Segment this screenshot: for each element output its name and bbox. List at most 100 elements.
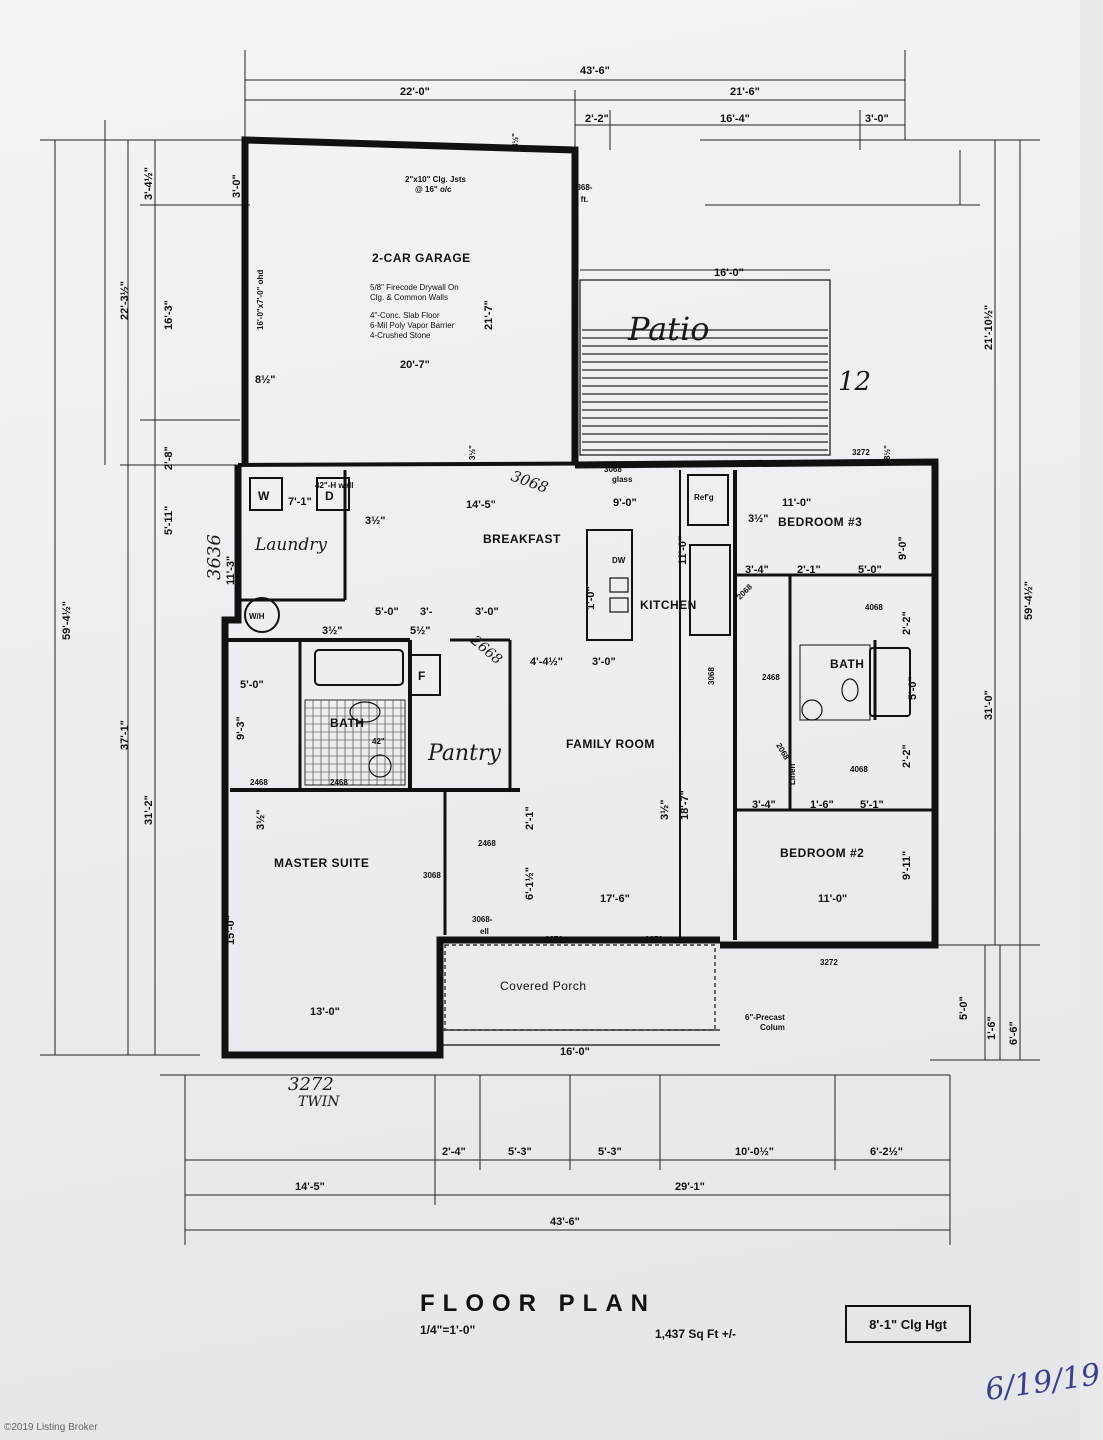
precast-col-2: Colum bbox=[760, 1023, 785, 1032]
wall-42: 42"-H wall bbox=[315, 481, 353, 490]
dim-5-0-c: 5'-0" bbox=[240, 679, 264, 691]
garage-oc: @ 16" o/c bbox=[415, 185, 452, 194]
dim-6-1: 6'-1½" bbox=[524, 867, 536, 900]
room-kitchen: KITCHEN bbox=[640, 598, 697, 612]
dim-bot-5-3-a: 5'-3" bbox=[508, 1146, 532, 1158]
room-patio: Patio bbox=[627, 310, 710, 348]
dimension-labels: 43'-6" 22'-0" 21'-6" 2'-2" 16'-4" 3'-0" … bbox=[61, 65, 1035, 1228]
ceiling-height: 8'-1" Clg Hgt bbox=[869, 1316, 947, 1332]
dim-2-1-b: 2'-1" bbox=[524, 806, 536, 830]
dim-14-5: 14'-5" bbox=[466, 499, 496, 511]
room-bath-right: BATH bbox=[830, 657, 864, 671]
plan-scale: 1/4"=1'-0" bbox=[420, 1323, 476, 1337]
door-3068-b: 3068 bbox=[423, 871, 441, 880]
door-2468-a: 2468 bbox=[250, 778, 268, 787]
dim-garage-35: 3½" bbox=[468, 445, 477, 460]
dim-3-5-d: 3½" bbox=[255, 809, 267, 830]
garage-note-4: 6-Mil Poly Vapor Barrier bbox=[370, 321, 455, 330]
dim-bot-6-2: 6'-2½" bbox=[870, 1146, 903, 1158]
dim-9-3: 9'-3" bbox=[235, 716, 247, 740]
dim-18-7: 18'-7" bbox=[679, 790, 691, 820]
appliances bbox=[244, 477, 859, 778]
door-4068-b: 4068 bbox=[850, 765, 868, 774]
window-3272-top: 3272 bbox=[852, 448, 870, 457]
dim-2-8: 2'-8" bbox=[163, 446, 175, 470]
dim-11-0-a: 11'-0" bbox=[782, 497, 811, 509]
copyright: ©2019 Listing Broker bbox=[4, 1422, 98, 1433]
precast-col: 6"-Precast bbox=[745, 1013, 785, 1022]
dim-bot-29-1: 29'-1" bbox=[675, 1181, 705, 1193]
appliance-f: F bbox=[418, 669, 426, 683]
room-breakfast: BREAKFAST bbox=[483, 532, 561, 546]
dim-right-total: 59'-4½" bbox=[1023, 581, 1035, 620]
dim-patio-w: 16'-0" bbox=[714, 267, 744, 279]
dim-5-0-right: 5'-0" bbox=[958, 996, 970, 1020]
appliance-dishwasher: DW bbox=[612, 556, 626, 565]
door-3068-a: 3068 bbox=[604, 465, 622, 474]
window-2872-a: 2872 bbox=[545, 935, 563, 944]
dim-top-c: 3'-0" bbox=[865, 113, 889, 125]
dim-5-0-a: 5'-0" bbox=[858, 564, 882, 576]
dim-21-10: 21'-10½" bbox=[983, 305, 995, 350]
water-heater: W/H bbox=[249, 612, 265, 621]
linen-closet: Linen bbox=[788, 764, 797, 785]
room-bath-left: BATH bbox=[330, 716, 364, 730]
dim-garage-h: 21'-7" bbox=[483, 300, 495, 330]
window-2872-b: 2872 bbox=[645, 935, 663, 944]
dim-5-0-d: 5'-0" bbox=[907, 676, 919, 700]
dim-bot-total: 43'-6" bbox=[550, 1216, 580, 1228]
garage-note-2: Clg. & Common Walls bbox=[370, 293, 448, 302]
hand-3068: 3068 bbox=[509, 467, 551, 497]
window-3272-b: 3272 bbox=[820, 958, 838, 967]
hand-2668: 2668 bbox=[467, 632, 505, 668]
room-porch: Covered Porch bbox=[500, 979, 587, 993]
dim-3-4-a: 3'-4" bbox=[745, 564, 769, 576]
patio-12: 12 bbox=[838, 367, 871, 397]
appliance-fridge: Ref'g bbox=[694, 493, 714, 502]
bath-hatch bbox=[304, 644, 911, 786]
dim-3-5-c: 3½" bbox=[322, 625, 343, 637]
dim-top-total: 43'-6" bbox=[580, 65, 610, 77]
room-pantry: Pantry bbox=[427, 741, 501, 766]
dim-2-2-b: 2'-2" bbox=[901, 744, 913, 768]
dim-3-4: 3'-4½" bbox=[143, 167, 155, 200]
room-labels: 2-CAR GARAGE 5/8" Firecode Drywall On Cl… bbox=[204, 251, 871, 1110]
dim-11-3: 11'-3" bbox=[225, 556, 237, 585]
dim-37-1: 37'-1" bbox=[119, 720, 131, 750]
dim-1-0: 1'-0" bbox=[585, 586, 597, 610]
room-laundry: Laundry bbox=[254, 535, 327, 555]
wall-42b: 42" bbox=[372, 737, 385, 746]
dim-16-3: 16'-3" bbox=[163, 300, 175, 330]
dim-garage-w: 20'-7" bbox=[400, 359, 430, 371]
dim-11-0-b: 11'-0" bbox=[677, 536, 689, 565]
garage-note-5: 4-Crushed Stone bbox=[370, 331, 431, 340]
dim-13-0: 13'-0" bbox=[310, 1006, 340, 1018]
dim-1-6: 1'-6" bbox=[810, 799, 834, 811]
garage-note-1: 5/8" Firecode Drywall On bbox=[370, 283, 459, 292]
dim-5-11: 5'-11" bbox=[163, 506, 175, 535]
dim-11-0-c: 11'-0" bbox=[818, 893, 847, 905]
dim-bot-14-5: 14'-5" bbox=[295, 1181, 325, 1193]
dim-top-a: 2'-2" bbox=[585, 113, 609, 125]
dim-3-4-b: 3'-4" bbox=[752, 799, 776, 811]
dim-31-0: 31'-0" bbox=[983, 690, 995, 720]
dim-top-right: 21'-6" bbox=[730, 86, 760, 98]
dim-3-0-b: 3'-0" bbox=[592, 656, 616, 668]
dim-7-1: 7'-1" bbox=[288, 496, 312, 508]
dim-bot-5-3-b: 5'-3" bbox=[598, 1146, 622, 1158]
paper-sheet bbox=[0, 0, 1080, 1440]
dim-3-0-right: 3'-0" bbox=[231, 174, 243, 198]
dim-garage-door: 16'-0"x7'-0" ohd bbox=[256, 270, 265, 330]
dim-1-6-right: 1'-6" bbox=[986, 1016, 998, 1040]
door-2868b: 4 ft. bbox=[574, 195, 588, 204]
dim-2-1: 2'-1" bbox=[797, 564, 821, 576]
room-family: FAMILY ROOM bbox=[566, 737, 655, 751]
dim-5-5: 5½" bbox=[410, 625, 431, 637]
door-3068-d: 3068 bbox=[707, 667, 716, 685]
dim-bot-10-0: 10'-0½" bbox=[735, 1146, 774, 1158]
dim-patio-85: 8½" bbox=[883, 445, 892, 460]
dim-9-11: 9'-11" bbox=[901, 851, 913, 880]
dim-17-6: 17'-6" bbox=[600, 893, 630, 905]
door-2468-bath: 2468 bbox=[762, 673, 780, 682]
door-2868: 2868- bbox=[572, 183, 593, 192]
